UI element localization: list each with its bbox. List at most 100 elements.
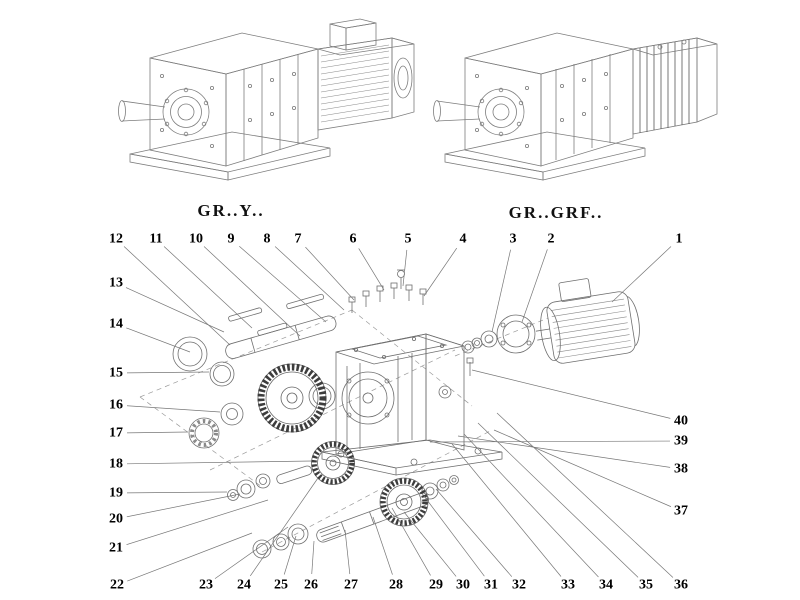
callout-number-6: 6 [350, 232, 357, 247]
leader-line-34 [463, 433, 599, 578]
leader-line-33 [451, 443, 562, 577]
output-gear [257, 363, 327, 433]
callout-number-5: 5 [405, 232, 412, 247]
callout-number-14: 14 [109, 317, 123, 332]
leader-line-8 [274, 246, 345, 311]
callout-number-8: 8 [264, 232, 271, 247]
callout-number-28: 28 [389, 578, 403, 593]
leader-line-5 [402, 249, 408, 287]
pinion-shaft-assembly [252, 475, 459, 559]
callout-number-24: 24 [237, 578, 251, 593]
callout-number-30: 30 [456, 578, 470, 593]
leader-line-39 [429, 440, 671, 443]
leader-line-14 [126, 327, 191, 353]
leader-line-6 [358, 248, 385, 291]
leader-line-29 [391, 507, 431, 576]
callout-number-40: 40 [674, 414, 688, 429]
leader-line-25 [283, 535, 297, 575]
callout-number-1: 1 [676, 232, 683, 247]
leader-line-21 [126, 499, 269, 546]
leader-line-23 [214, 526, 289, 579]
gearmotor-drawing-left [118, 18, 415, 181]
leader-line-40 [471, 369, 671, 419]
leader-line-4 [423, 247, 458, 297]
callout-number-19: 19 [109, 486, 123, 501]
intermediate-gear [311, 441, 355, 485]
leader-line-11 [163, 246, 253, 329]
callout-number-16: 16 [109, 398, 123, 413]
variant-label-right: GR..GRF.. [509, 203, 604, 222]
leader-line-30 [403, 511, 457, 577]
variant-label-left: GR..Y.. [197, 201, 264, 220]
leader-line-1 [611, 246, 672, 303]
leader-line-15 [126, 371, 210, 374]
leader-line-16 [126, 405, 221, 413]
leader-line-22 [127, 532, 253, 582]
callout-number-25: 25 [274, 578, 288, 593]
intermediate-parts [227, 465, 313, 501]
leader-line-38 [457, 435, 671, 468]
callout-number-7: 7 [295, 232, 302, 247]
callout-number-13: 13 [109, 276, 123, 291]
leader-line-20 [126, 493, 241, 518]
leader-line-37 [493, 429, 672, 507]
leader-line-19 [126, 491, 228, 494]
callout-number-31: 31 [484, 578, 498, 593]
leader-line-32 [435, 488, 513, 577]
callout-number-10: 10 [189, 232, 203, 247]
callout-number-18: 18 [109, 457, 123, 472]
callout-number-36: 36 [674, 578, 688, 593]
leader-line-13 [125, 287, 225, 333]
callout-number-20: 20 [109, 512, 123, 527]
leader-line-17 [126, 431, 189, 434]
callout-number-15: 15 [109, 366, 123, 381]
motor-fins-left [320, 44, 390, 123]
callout-number-11: 11 [149, 232, 162, 247]
leader-line-36 [496, 412, 674, 578]
callout-number-21: 21 [109, 541, 123, 556]
callout-number-39: 39 [674, 434, 688, 449]
callout-number-3: 3 [510, 232, 517, 247]
exploded-view-drawing [139, 269, 640, 559]
callout-number-17: 17 [109, 426, 123, 441]
callout-number-4: 4 [460, 232, 467, 247]
motor-fins-exploded [550, 298, 632, 359]
leader-line-26 [311, 540, 315, 575]
gearbox-housing [308, 333, 503, 476]
callout-number-2: 2 [548, 232, 555, 247]
callout-number-23: 23 [199, 578, 213, 593]
leader-line-31 [423, 495, 485, 577]
callout-number-22: 22 [110, 578, 124, 593]
output-shaft-assembly [172, 293, 337, 449]
leader-line-27 [344, 529, 351, 575]
leader-line-18 [126, 460, 313, 465]
leader-line-12 [123, 246, 231, 346]
callout-number-9: 9 [228, 232, 235, 247]
gearmotor-drawing-right [433, 32, 718, 181]
leader-line-3 [491, 249, 511, 333]
callout-number-27: 27 [344, 578, 358, 593]
callout-number-26: 26 [304, 578, 318, 593]
leader-line-35 [477, 422, 639, 578]
leader-line-24 [249, 477, 319, 577]
pinion-gear [379, 477, 429, 527]
callout-number-12: 12 [109, 232, 123, 247]
callout-number-33: 33 [561, 578, 575, 593]
motor-exploded [535, 278, 640, 364]
callout-number-32: 32 [512, 578, 526, 593]
leader-line-2 [521, 249, 548, 323]
callout-number-37: 37 [674, 504, 688, 519]
leader-line-9 [239, 245, 327, 323]
leader-line-10 [203, 246, 301, 337]
callout-number-35: 35 [639, 578, 653, 593]
adapter-fins-right [639, 39, 690, 133]
housing-bolts [348, 269, 427, 313]
leader-line-28 [372, 516, 393, 575]
leader-line-7 [305, 246, 355, 301]
output-bearing-balls [190, 419, 218, 447]
input-assembly [461, 314, 536, 354]
callout-number-34: 34 [599, 578, 613, 593]
